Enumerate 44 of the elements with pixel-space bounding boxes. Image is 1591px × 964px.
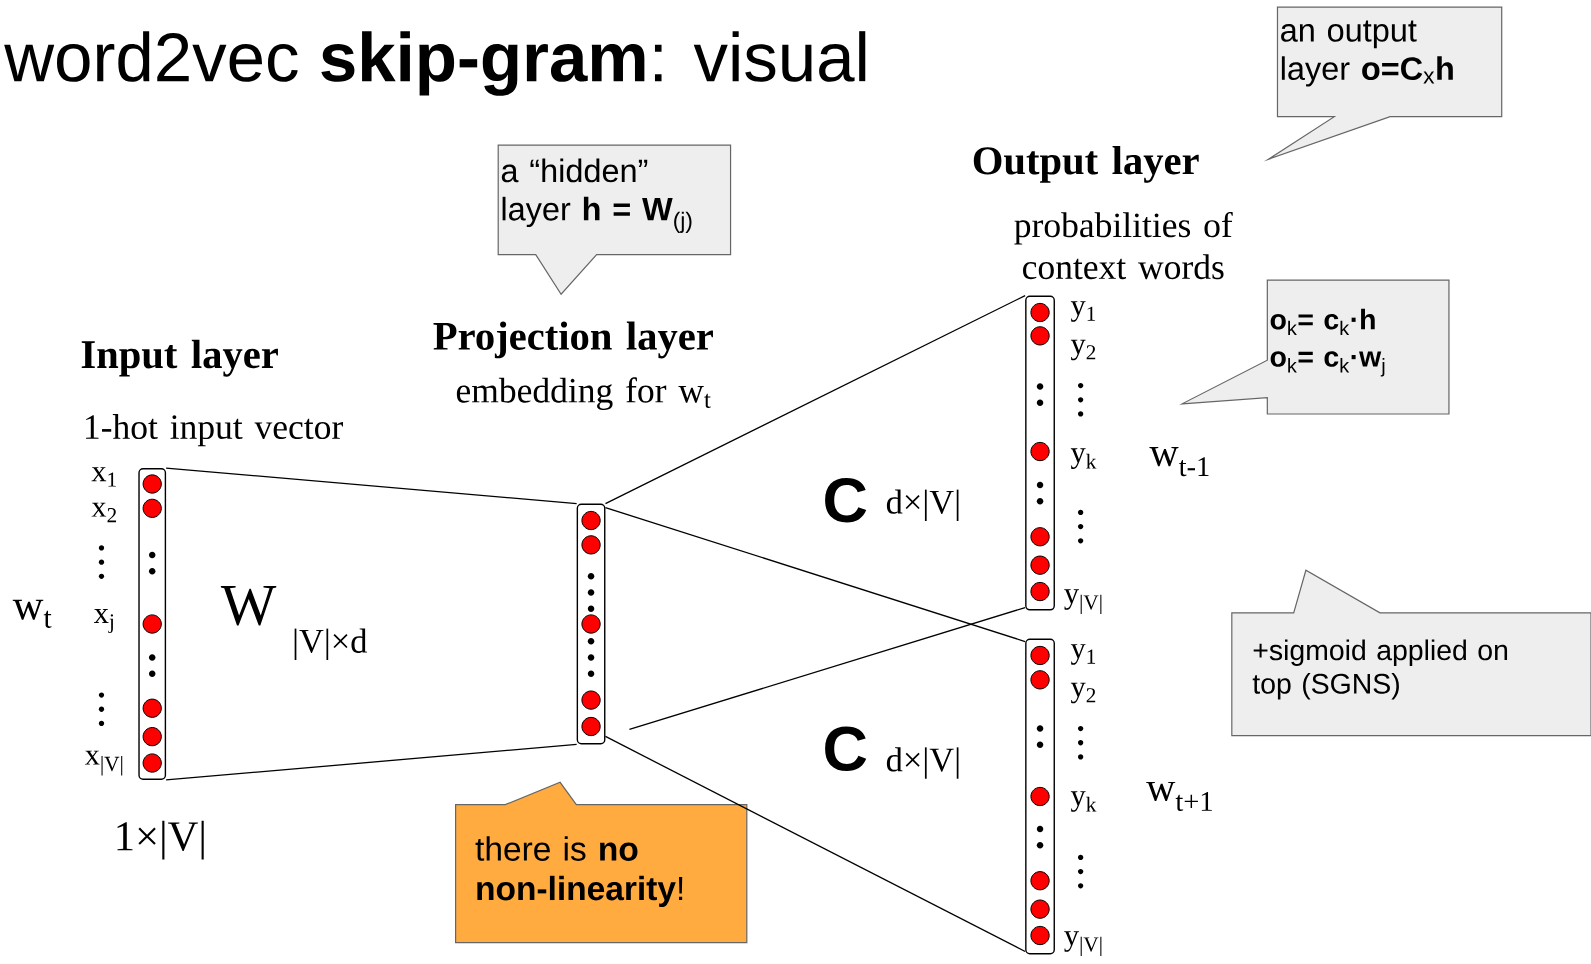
connector-line <box>165 467 578 505</box>
unit-label: y$_{|V|}$ <box>1064 931 1102 956</box>
unit-label: w$_{t+1}$ <box>1146 781 1212 812</box>
layer-heading: Projection layer <box>433 321 713 359</box>
connector-line <box>604 735 1026 953</box>
layer-heading: Input layer <box>81 339 278 377</box>
layer-heading: Output layer <box>973 145 1199 183</box>
connector-line <box>165 743 578 781</box>
unit-label: w$_{t-1}$ <box>1149 447 1209 477</box>
unit-label: y$_{2}$ <box>1070 339 1096 361</box>
neuron-column <box>1025 638 1055 955</box>
slide-title: word2vec skip-gram: visual <box>4 31 866 96</box>
unit-label: x$_{|V|}$ <box>84 750 123 776</box>
connector-line <box>604 506 1026 643</box>
unit-label: y$_{1}$ <box>1070 301 1096 322</box>
unit-label: x$_{2}$ <box>91 502 117 523</box>
layer-heading: embedding for w$_{t}$ <box>456 377 711 411</box>
unit-label: w$_{t}$ <box>12 599 52 628</box>
layer-heading: 1-hot input vector <box>86 414 343 447</box>
connector-line <box>604 294 1026 505</box>
connector-line <box>628 606 1026 731</box>
unit-label: y$_{1}$ <box>1070 644 1096 665</box>
layer-heading: probabilities of context words <box>1014 211 1233 280</box>
neuron-column <box>1025 295 1055 611</box>
unit-label: y$_{k}$ <box>1070 791 1097 812</box>
matrix-dimension: d×|V| <box>886 489 959 521</box>
matrix-dimension: d×|V| <box>886 747 959 779</box>
speech-bubble: a “hidden” layer h = W$_{(j)}$ <box>497 144 732 296</box>
matrix-label: C <box>825 726 867 772</box>
neuron-column <box>576 503 606 745</box>
neuron-column <box>138 468 167 780</box>
speech-bubble: o$_{k}$= c$_{k}$·h o$_{k}$= c$_{k}$·w$_{j}$ <box>1179 279 1450 415</box>
matrix-label: C <box>825 477 867 523</box>
speech-bubble: there is no non-linearity! <box>455 781 748 944</box>
unit-label: 1×|V| <box>117 820 204 860</box>
unit-label: y$_{2}$ <box>1070 682 1096 704</box>
speech-bubble: +sigmoid applied on top (SGNS) <box>1231 569 1591 737</box>
unit-label: y$_{k}$ <box>1070 448 1097 469</box>
speech-bubble: an output layer o=C$_{x}$h <box>1263 6 1503 162</box>
unit-label: x$_{j}$ <box>93 608 113 633</box>
unit-label: y$_{|V|}$ <box>1064 589 1102 615</box>
matrix-dimension: |V|×d <box>294 628 368 660</box>
unit-label: x$_{1}$ <box>91 467 116 487</box>
matrix-label: W <box>220 586 277 626</box>
